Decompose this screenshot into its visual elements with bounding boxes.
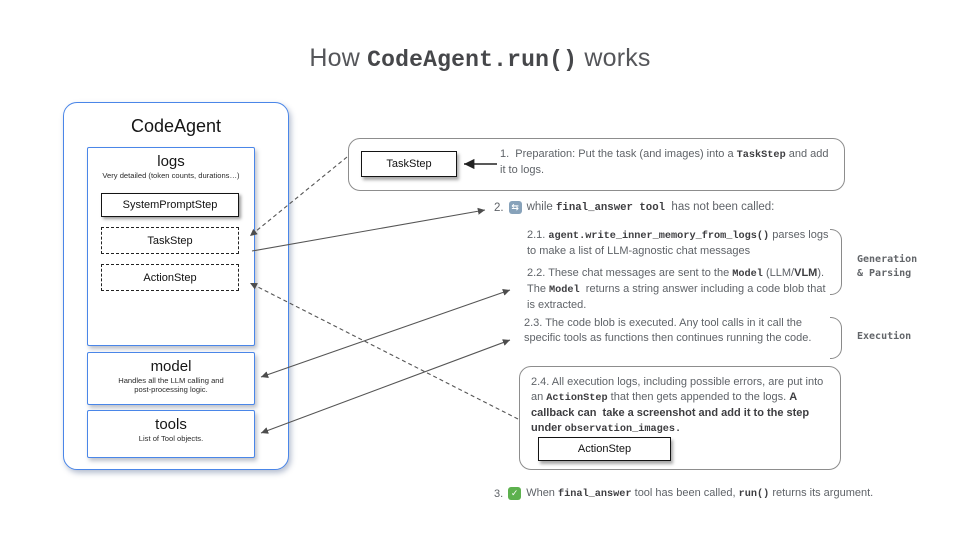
arrow-tools-to-step23 <box>260 339 511 434</box>
step2-text: while final_answer tool has not been cal… <box>526 201 775 214</box>
substep-23-text: 2.3. The code blob is executed. Any tool… <box>524 317 812 344</box>
step3-text: When final_answer tool has been called, … <box>526 487 874 500</box>
label-generation-parsing: Generation & Parsing <box>857 254 918 279</box>
execution-bracket <box>830 317 842 359</box>
substep-22-text: 2.2. These chat messages are sent to the… <box>527 267 829 311</box>
actionstep-chip: ActionStep <box>538 437 671 461</box>
generation-bracket <box>830 229 842 295</box>
substep-21-22-block: 2.1. agent.write_inner_memory_from_logs(… <box>527 228 831 313</box>
page-title: How CodeAgent.run() works <box>0 44 960 73</box>
tools-subtitle: List of Tool objects. <box>138 434 204 443</box>
model-subtitle: Handles all the LLM calling and post-pro… <box>118 376 224 394</box>
logs-box: logs Very detailed (token counts, durati… <box>87 147 255 346</box>
step24-box: 2.4. All execution logs, including possi… <box>519 366 841 470</box>
step2-row: 2. ⇆ while final_answer tool has not bee… <box>494 201 774 214</box>
step-box-taskstep: TaskStep <box>101 227 239 254</box>
step-box-actionstep: ActionStep <box>101 264 239 291</box>
logs-subtitle: Very detailed (token counts, durations…) <box>102 171 240 180</box>
codeagent-title: CodeAgent <box>130 116 222 136</box>
step1-box: TaskStep 1. Preparation: Put the task (a… <box>348 138 845 191</box>
model-title: model <box>150 358 192 375</box>
title-code: CodeAgent.run() <box>367 47 578 73</box>
title-prefix: How <box>309 44 368 72</box>
step1-text: 1. Preparation: Put the task (and images… <box>500 148 832 176</box>
logs-title: logs <box>157 153 185 170</box>
repeat-icon: ⇆ <box>508 201 522 214</box>
arrow-step24-to-logs-actionstep <box>249 282 519 420</box>
tools-title: tools <box>155 416 187 433</box>
step24-text: 2.4. All execution logs, including possi… <box>531 376 827 435</box>
step2-number: 2. <box>494 201 504 214</box>
codeagent-box: CodeAgent logs Very detailed (token coun… <box>63 102 289 470</box>
substep-21-text: 2.1. agent.write_inner_memory_from_logs(… <box>527 229 832 257</box>
label-execution: Execution <box>857 331 912 342</box>
arrow-model-to-step22 <box>260 289 511 378</box>
step-box-systemprompt: SystemPromptStep <box>101 193 239 217</box>
tools-box: tools List of Tool objects. <box>87 410 255 458</box>
taskstep-chip: TaskStep <box>361 151 457 177</box>
step3-number: 3. <box>494 487 504 500</box>
model-box: model Handles all the LLM calling and po… <box>87 352 255 405</box>
title-suffix: works <box>577 44 651 72</box>
check-icon: ✓ <box>508 487 522 500</box>
step3-row: 3. ✓ When final_answer tool has been cal… <box>494 487 873 500</box>
